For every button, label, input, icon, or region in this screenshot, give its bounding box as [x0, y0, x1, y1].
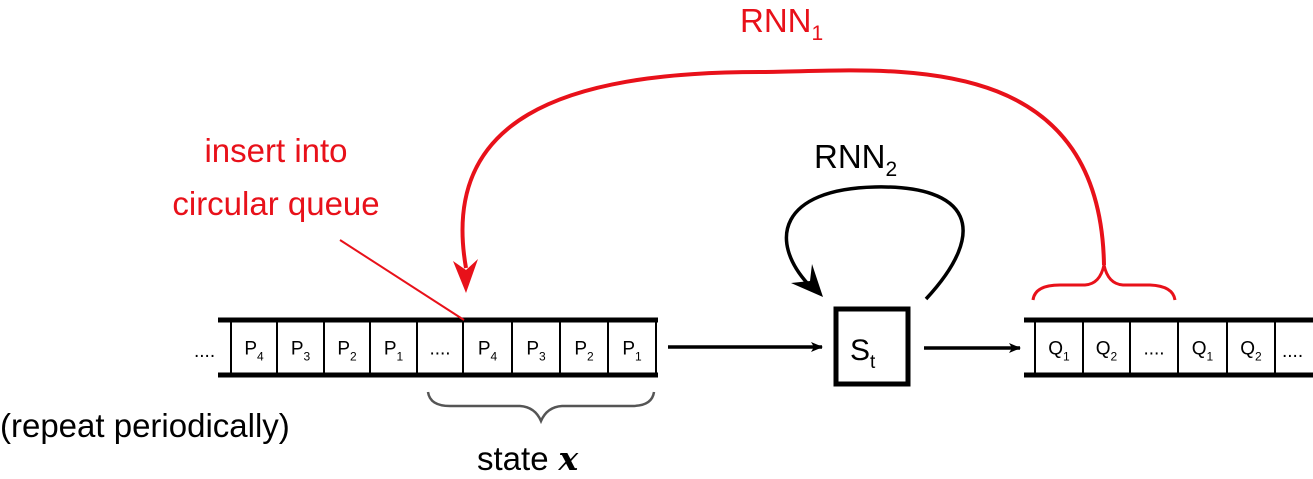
left-queue-cell-label: P1: [622, 339, 642, 364]
left-queue-cell-label: P1: [384, 339, 404, 364]
left-queue: .... P4 P3 P2 P1.... P4 P3 P2 P1: [194, 317, 658, 378]
right-queue-cell-label: Q2: [1096, 339, 1118, 364]
insert-label-line1: insert into: [204, 132, 347, 169]
repeat-label: (repeat periodically): [0, 407, 290, 444]
rnn1-feedback-arc: [460, 68, 1106, 269]
right-queue-cell-label: Q2: [1240, 339, 1262, 364]
left-queue-cell-label: ....: [429, 339, 450, 360]
rnn2-self-loop: [784, 185, 965, 301]
state-box: St: [833, 306, 911, 387]
state-box-label: St: [850, 334, 876, 373]
right-queue-cells: Q1 Q2.... Q1 Q2: [1034, 320, 1276, 375]
left-queue-cell-label: P3: [291, 339, 311, 364]
state-brace: [426, 391, 656, 425]
left-queue-cell-label: P2: [337, 339, 357, 364]
right-queue-cell-label: ....: [1143, 339, 1164, 360]
right-queue-cell-label: Q1: [1048, 339, 1070, 364]
insert-label-line2: circular queue: [172, 185, 379, 222]
state-box-frame: [833, 306, 911, 387]
rnn1-label: RNN1: [740, 2, 823, 45]
left-queue-cell-label: P4: [478, 339, 498, 364]
rnn2-loop-arrowhead: [791, 264, 823, 297]
right-queue-cell-label: Q1: [1192, 339, 1214, 364]
right-queue-trailing-dots: ....: [1282, 341, 1303, 362]
left-queue-cell-label: P4: [244, 339, 264, 364]
left-queue-cell-label: P2: [574, 339, 594, 364]
left-queue-cell-label: P3: [526, 339, 546, 364]
left-queue-cells: P4 P3 P2 P1.... P4 P3 P2 P1: [230, 320, 657, 375]
left-queue-leading-dots: ....: [194, 341, 215, 362]
rnn1-arrowhead: [453, 259, 478, 293]
right-queue: Q1 Q2.... Q1 Q2 ....: [1024, 317, 1313, 378]
rnn2-label: RNN2: [814, 138, 897, 181]
output-brace: [1031, 264, 1177, 301]
insert-pointer-line: [339, 239, 465, 321]
